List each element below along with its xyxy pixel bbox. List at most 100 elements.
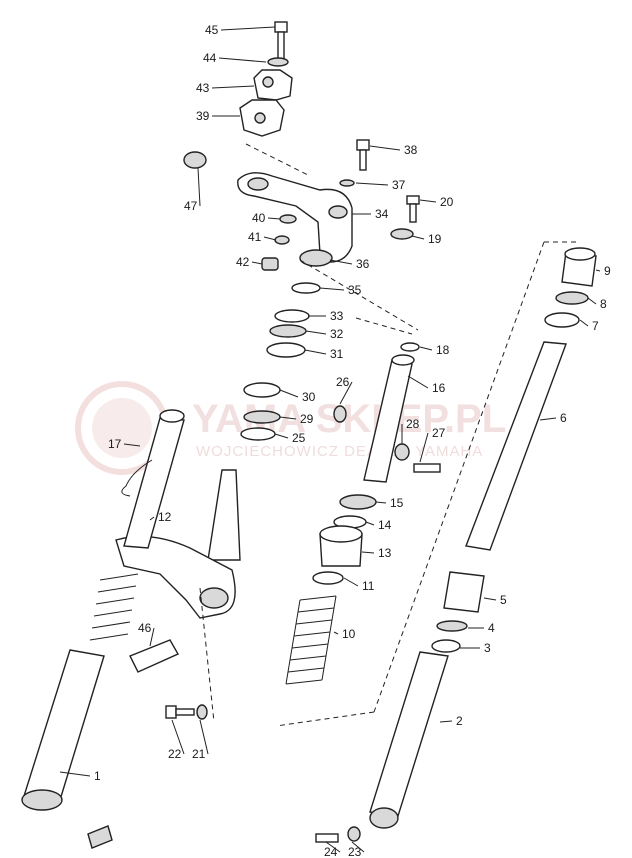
- washer-41: [274, 235, 290, 245]
- part-label-14: 14: [378, 518, 392, 532]
- part-label-41: 41: [248, 230, 262, 244]
- leader-line-8: [587, 297, 597, 305]
- part-label-36: 36: [356, 257, 370, 271]
- bolt-38: [356, 139, 370, 151]
- part-label-15: 15: [390, 496, 404, 510]
- holder-upper-43: [253, 69, 293, 101]
- part-label-42: 42: [236, 255, 250, 269]
- leader-line-42: [251, 261, 263, 265]
- part-label-25: 25: [292, 431, 306, 445]
- inner-tube-top: [159, 409, 185, 423]
- part-label-19: 19: [428, 232, 442, 246]
- part-label-9: 9: [604, 264, 611, 278]
- steering-stem-group: [115, 469, 241, 619]
- part-label-11: 11: [362, 579, 375, 593]
- fork-spring-10: [285, 595, 337, 685]
- outer-tube-1: [23, 649, 105, 801]
- part-label-45: 45: [205, 23, 219, 37]
- balls-32: [269, 324, 307, 338]
- handlebar-holder-group: [239, 21, 293, 137]
- leader-line-47: [197, 167, 201, 207]
- bolt-22: [165, 705, 177, 719]
- ring-35: [291, 282, 321, 294]
- washer-37: [339, 179, 355, 187]
- part-label-4: 4: [488, 621, 495, 635]
- leader-line-6: [539, 417, 557, 421]
- leader-line-21: [199, 719, 209, 755]
- dust-seal-9-top: [564, 247, 596, 261]
- oil-seal-7: [544, 312, 580, 328]
- left-fork-spring: [89, 573, 139, 641]
- corner-mark: [87, 825, 113, 849]
- part-label-40: 40: [252, 211, 266, 225]
- bolt-22-shank: [175, 708, 195, 716]
- seal-25: [240, 427, 276, 441]
- leader-line-1: [59, 771, 91, 777]
- part-label-24: 24: [324, 845, 338, 858]
- oring-4: [436, 620, 468, 632]
- leader-line-15: [375, 501, 387, 504]
- left-fork-assembly: [21, 409, 208, 811]
- part-label-22: 22: [168, 747, 182, 761]
- steering-stem: [207, 469, 241, 561]
- part-label-29: 29: [300, 412, 314, 426]
- leader-line-5: [483, 597, 497, 601]
- leader-line-29: [279, 416, 297, 420]
- washer-26: [333, 405, 347, 423]
- part-label-44: 44: [203, 51, 217, 65]
- bolt-27: [413, 463, 441, 473]
- breather-17: [121, 459, 153, 497]
- watermark-sub-text: WOJCIECHOWICZ DEALER YAMAHA: [196, 443, 483, 460]
- part-label-7: 7: [592, 319, 599, 333]
- part-label-37: 37: [392, 178, 406, 192]
- watermark-logo-inner: [92, 398, 152, 458]
- part-label-12: 12: [158, 510, 172, 524]
- watermark-main-text: YAMA SKLEP.PL: [192, 397, 506, 441]
- part-label-6: 6: [560, 411, 567, 425]
- race-30: [243, 382, 281, 398]
- leader-line-40: [267, 217, 281, 220]
- cap-47: [183, 151, 207, 169]
- leader-line-9: [595, 269, 601, 272]
- part-label-1: 1: [94, 769, 101, 783]
- bolt-45-shank: [277, 31, 285, 61]
- outer-tube-axle-boss: [21, 789, 63, 811]
- part-label-3: 3: [484, 641, 491, 655]
- bolt-20-shank: [409, 203, 417, 223]
- part-label-46: 46: [138, 621, 152, 635]
- leader-line-41: [263, 236, 277, 241]
- part-label-21: 21: [192, 747, 206, 761]
- part-label-47: 47: [184, 199, 198, 213]
- bearing-stack: [240, 282, 321, 441]
- part-label-26: 26: [336, 375, 350, 389]
- leader-line-7: [579, 319, 589, 327]
- washer-28: [394, 443, 410, 461]
- cylinder-13-top: [319, 525, 363, 543]
- leader-line-12: [149, 516, 155, 521]
- leader-line-44: [218, 57, 267, 63]
- part-label-33: 33: [330, 309, 344, 323]
- right-fork-assembly: [315, 247, 597, 843]
- bolt-46: [129, 639, 179, 673]
- part-label-32: 32: [330, 327, 344, 341]
- bolt-38-shank: [359, 149, 367, 171]
- leader-line-37: [355, 182, 389, 186]
- leader-line-27: [419, 432, 429, 463]
- part-label-28: 28: [406, 417, 420, 431]
- race-31: [266, 342, 306, 358]
- bolt-20: [406, 195, 420, 205]
- leader-line-32: [305, 330, 327, 335]
- part-label-10: 10: [342, 627, 356, 641]
- part-label-39: 39: [196, 109, 210, 123]
- leader-line-14: [365, 521, 375, 526]
- bolt-45: [274, 21, 288, 33]
- washer-19: [390, 228, 414, 240]
- leader-line-2: [439, 720, 453, 723]
- leader-line-30: [279, 389, 299, 398]
- leader-line-26: [339, 381, 353, 405]
- leader-line-24: [325, 841, 341, 853]
- part-label-13: 13: [378, 546, 392, 560]
- washer-23: [347, 826, 361, 842]
- part-label-2: 2: [456, 714, 463, 728]
